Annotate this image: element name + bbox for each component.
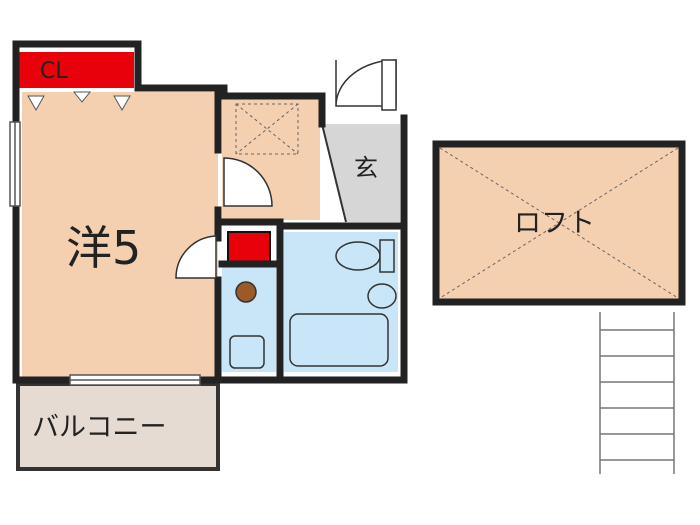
walls [12, 40, 408, 384]
loft-diagonal-b [439, 147, 679, 299]
entrance [322, 124, 400, 222]
closet-doors [27, 91, 131, 112]
bathtub [289, 313, 389, 367]
ladder [599, 312, 675, 474]
entrance-label: 玄 [354, 154, 378, 182]
closet [16, 52, 134, 88]
refrigerator-space [227, 231, 271, 263]
bathroom-sink [367, 283, 397, 309]
balcony-label: バルコニー [32, 412, 166, 443]
closet-label: CL [40, 59, 68, 84]
toilet-tank [379, 239, 395, 273]
skylight-box [235, 103, 299, 155]
windows [9, 121, 201, 386]
washbasin [229, 335, 265, 369]
entrance-step [321, 123, 347, 223]
skylight-cross-b [235, 103, 299, 155]
western-room-label: 洋5 [66, 221, 141, 275]
western-room [22, 92, 218, 378]
washing-machine-drain [235, 281, 257, 303]
skylight-cross-a [235, 103, 299, 155]
doors [175, 59, 397, 279]
toilet [335, 241, 381, 271]
loft [432, 140, 686, 306]
balcony [16, 382, 220, 471]
loft-label: ロフト [514, 208, 595, 239]
